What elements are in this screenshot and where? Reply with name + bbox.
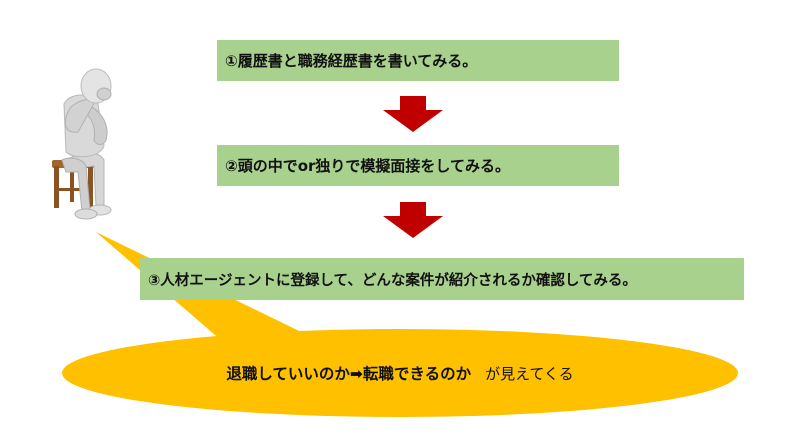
thinking-person-icon: [52, 68, 112, 220]
conclusion-bold-text: 退職していいのか➡転職できるのか: [226, 365, 472, 383]
down-arrow-icon: [383, 202, 443, 238]
conclusion-plain-text: が見えてくる: [485, 364, 574, 383]
down-arrow-icon: [383, 96, 443, 132]
step-box-2: ②頭の中でor独りで模擬面接をしてみる。: [217, 145, 619, 186]
step-box-3: ③人材エージェントに登録して、どんな案件が紹介されるか確認してみる。: [140, 258, 744, 300]
conclusion-text: 退職していいのか➡転職できるのか が見えてくる: [60, 330, 740, 416]
step-1-label: ①履歴書と職務経歴書を書いてみる。: [225, 52, 478, 70]
step-box-1: ①履歴書と職務経歴書を書いてみる。: [217, 40, 619, 81]
step-2-label: ②頭の中でor独りで模擬面接をしてみる。: [225, 157, 510, 175]
step-3-label: ③人材エージェントに登録して、どんな案件が紹介されるか確認してみる。: [148, 272, 637, 289]
